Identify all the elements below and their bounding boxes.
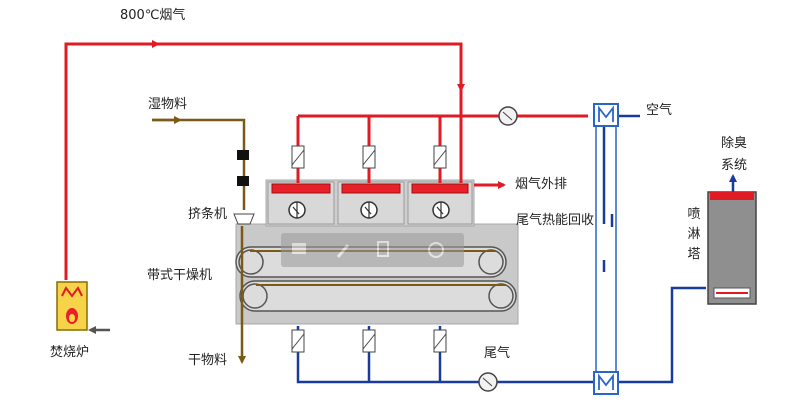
label-flue-800: 800℃烟气 — [120, 8, 186, 23]
valves — [291, 145, 447, 353]
label-wet-material: 湿物料 — [148, 97, 188, 112]
overlay-toolbar — [281, 233, 464, 267]
label-dry-material: 干物料 — [188, 353, 228, 368]
label-belt-dryer: 带式干燥机 — [147, 268, 213, 283]
label-spray-tower: 喷淋塔 — [687, 207, 701, 262]
heater-3 — [411, 183, 469, 194]
conveyor-belt-lower — [239, 280, 517, 312]
label-flue-exhaust: 烟气外排 — [515, 177, 568, 192]
heater-1 — [271, 183, 331, 194]
label-tail-gas: 尾气 — [484, 346, 511, 361]
label-tail-heat-recovery: 尾气热能回收 — [516, 213, 595, 228]
heat-recovery-exchanger — [593, 103, 619, 395]
comment-icon — [292, 243, 306, 254]
incinerator — [56, 281, 110, 334]
heater-2 — [341, 183, 401, 194]
page-icon — [377, 241, 389, 257]
pen-icon — [336, 244, 350, 258]
extruder — [233, 150, 255, 225]
spray-tower — [707, 191, 757, 305]
blowers — [478, 106, 518, 392]
label-extruder: 挤条机 — [188, 207, 228, 222]
material-lines — [152, 116, 246, 364]
settings-icon — [428, 242, 444, 258]
label-deodor: 除臭系统 — [720, 136, 747, 173]
label-air: 空气 — [646, 103, 673, 118]
label-incinerator: 焚烧炉 — [50, 345, 90, 360]
